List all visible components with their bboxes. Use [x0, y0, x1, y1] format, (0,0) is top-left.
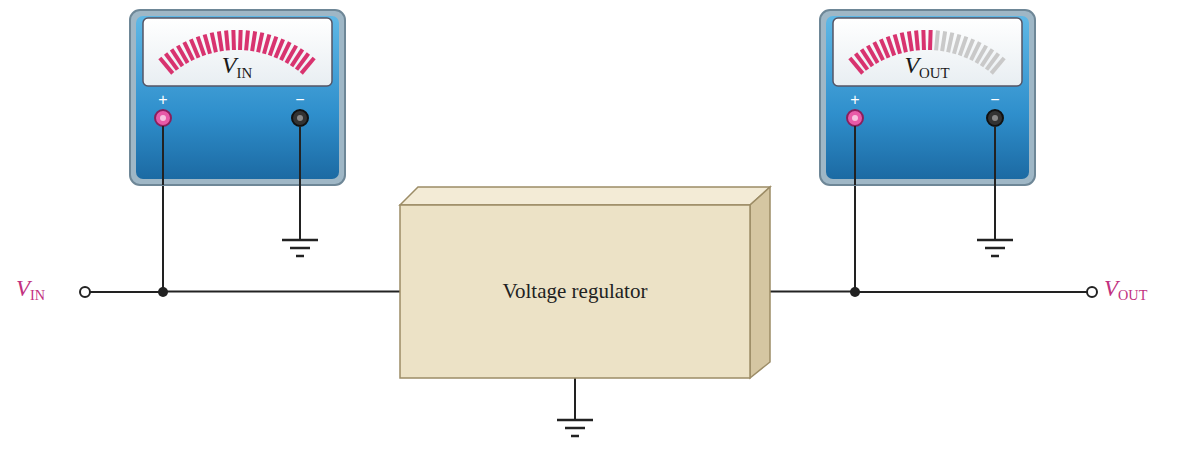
scale-tick	[991, 58, 1004, 73]
scale-tick	[226, 30, 228, 50]
scale-tick	[948, 33, 952, 53]
scale-tick	[954, 34, 959, 53]
polarity-mark: −	[990, 91, 999, 109]
meter-label: VIN	[222, 52, 252, 81]
block-label: Voltage regulator	[503, 277, 648, 305]
scale-tick	[219, 31, 222, 51]
scale-tick	[231, 30, 236, 50]
scale-tick	[301, 58, 314, 73]
scale-tick	[258, 33, 262, 53]
scale-tick	[942, 31, 945, 51]
scale-tick	[264, 34, 269, 53]
voltmeter: VOUT + −	[820, 10, 1035, 185]
terminal-label: VOUT	[1104, 276, 1147, 304]
scale-tick	[902, 33, 906, 53]
scale-tick	[909, 31, 912, 51]
regulator-box: Voltage regulator	[400, 205, 750, 378]
scale-tick	[881, 39, 889, 57]
polarity-mark: +	[850, 91, 859, 109]
scale-tick	[246, 30, 248, 50]
wire	[163, 185, 400, 292]
scale-tick	[270, 37, 277, 56]
voltmeter-body	[820, 10, 1035, 185]
polarity-mark: +	[158, 91, 167, 109]
scale-tick	[888, 37, 895, 56]
scale-tick	[895, 34, 900, 53]
wire	[90, 126, 1087, 420]
scale-tick	[928, 30, 933, 50]
scale-tick	[916, 30, 918, 50]
scale-tick	[198, 37, 205, 56]
scale-tick	[921, 30, 926, 50]
scale-tick	[252, 31, 255, 51]
scale-tick	[238, 30, 243, 50]
scale-tick	[191, 39, 199, 57]
scale-tick	[936, 30, 938, 50]
voltmeter: VIN + −	[130, 10, 345, 185]
scale-tick	[205, 34, 210, 53]
regulator-housing	[400, 187, 770, 378]
polarity-mark: −	[295, 91, 304, 109]
meter-label: VOUT	[904, 52, 949, 81]
voltmeter-body	[130, 10, 345, 185]
scale-tick	[960, 37, 967, 56]
meter-scale	[160, 30, 1004, 73]
scale-tick	[212, 33, 216, 53]
terminal-label: VIN	[16, 276, 45, 304]
